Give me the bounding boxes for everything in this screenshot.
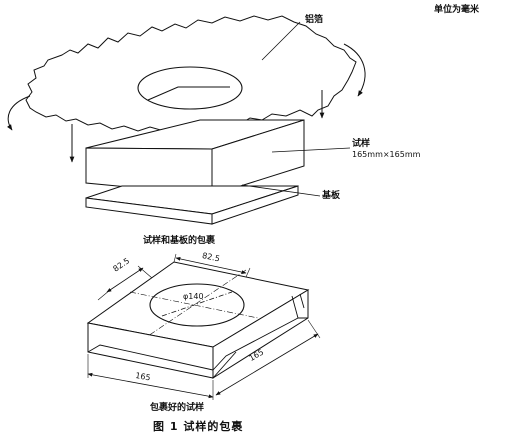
dim-line-front xyxy=(87,372,214,399)
hole-diameter-line xyxy=(161,291,233,317)
dim-line-left xyxy=(106,267,144,293)
dim-ext-top-a xyxy=(173,253,177,263)
dim-ext-left-b xyxy=(137,265,153,279)
fold-arrow-right xyxy=(343,43,366,97)
dim-line-top xyxy=(175,257,247,274)
wrapped-top-hole xyxy=(149,283,245,327)
foil-label: 铝箔 xyxy=(305,15,324,25)
specimen-leader-line xyxy=(271,147,351,153)
dim-ext-left-a xyxy=(97,289,111,301)
figure-caption: 图 1 试样的包裹 xyxy=(153,420,244,433)
substrate-label: 基板 xyxy=(322,191,341,201)
foil-hole xyxy=(137,66,243,110)
fold-arrow-left xyxy=(7,95,31,131)
dim-line-side xyxy=(215,333,319,396)
specimen-label: 试样 xyxy=(352,139,371,149)
hole-diameter-label: φ140 xyxy=(183,292,204,301)
foil-hole-inner-edge xyxy=(147,86,230,101)
substrate-leader-line xyxy=(241,184,321,197)
bottom-view-caption: 包裹好的试样 xyxy=(150,403,205,413)
top-view-caption: 试样和基板的包裹 xyxy=(143,236,216,246)
substrate-board xyxy=(85,185,299,225)
unit-note: 单位为毫米 xyxy=(434,5,480,15)
specimen-size: 165mm×165mm xyxy=(352,150,421,159)
dim-ext-side-b xyxy=(307,319,321,339)
specimen-slab xyxy=(85,119,305,196)
dim-ext-top-b xyxy=(245,267,251,278)
foil-leader-line xyxy=(261,21,301,61)
center-line-b xyxy=(147,269,247,337)
